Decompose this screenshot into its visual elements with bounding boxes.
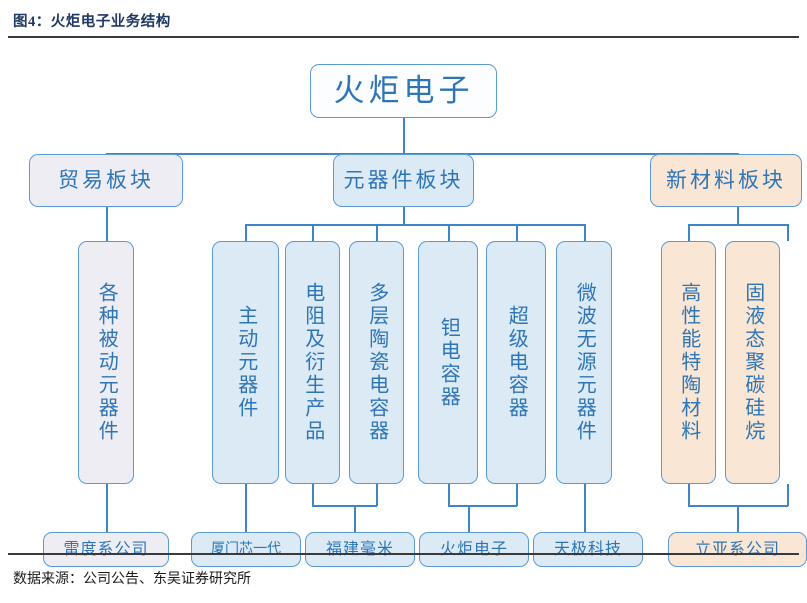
- node-segment-component[interactable]: 元器件板块: [333, 154, 474, 207]
- connector-merge-bus-b: [448, 505, 517, 507]
- connector-newmat-stem: [737, 207, 739, 225]
- page-title: 图4：火炬电子业务结构: [13, 14, 171, 30]
- node-company-xiamen-xinyidai[interactable]: 厦门芯一代: [191, 532, 301, 567]
- node-segment-trade[interactable]: 贸易板块: [29, 154, 183, 207]
- connector-product4-stem: [376, 484, 378, 506]
- connector-product1-to-company1: [106, 484, 108, 532]
- connector-merge-bus-a: [312, 505, 377, 507]
- connector-component-drop-2: [312, 224, 314, 241]
- node-company-leidu[interactable]: 雷度系公司: [43, 532, 169, 567]
- connector-merge-drop-b: [468, 505, 470, 532]
- connector-component-bus: [245, 224, 584, 226]
- connector-component-drop-4: [448, 224, 450, 241]
- source-note: 数据来源：公司公告、东吴证券研究所: [13, 572, 251, 587]
- connector-component-drop-6: [584, 224, 586, 241]
- connector-product7-to-company5: [584, 484, 586, 532]
- connector-product5-stem: [448, 484, 450, 506]
- node-product-supercapacitor[interactable]: 超级电容器: [486, 241, 546, 484]
- node-product-tantalum-capacitor[interactable]: 钽电容器: [418, 241, 478, 484]
- node-company-fujian-haomi[interactable]: 福建毫米: [305, 532, 415, 567]
- node-segment-newmaterial[interactable]: 新材料板块: [650, 154, 802, 207]
- connector-product2-to-company2: [245, 484, 247, 532]
- connector-product3-stem: [312, 484, 314, 506]
- footer-divider: [8, 553, 799, 555]
- node-root[interactable]: 火炬电子: [310, 64, 497, 118]
- connector-trade-to-product: [106, 207, 108, 241]
- connector-newmat-bus: [688, 224, 787, 226]
- node-company-liya[interactable]: 立亚系公司: [668, 532, 807, 567]
- connector-merge-drop-a: [354, 505, 356, 532]
- connector-component-stem: [403, 207, 405, 225]
- node-product-resistor-derivatives[interactable]: 电阻及衍生产品: [285, 241, 340, 484]
- connector-component-drop-1: [245, 224, 247, 241]
- connector-root-stem: [403, 118, 405, 154]
- node-product-active-components[interactable]: 主动元器件: [212, 241, 279, 484]
- node-company-tianji-technology[interactable]: 天极科技: [533, 532, 643, 567]
- connector-merge-drop-c: [737, 505, 739, 532]
- header-divider: [8, 36, 799, 38]
- connector-component-drop-5: [516, 224, 518, 241]
- node-company-torch-electronics[interactable]: 火炬电子: [419, 532, 529, 567]
- connector-newmat-drop-1: [688, 224, 690, 241]
- connector-product6-stem: [516, 484, 518, 506]
- connector-product8-stem: [688, 484, 690, 506]
- node-product-mlcc[interactable]: 多层陶瓷电容器: [349, 241, 404, 484]
- node-product-passive-components[interactable]: 各种被动元器件: [78, 241, 134, 484]
- connector-product9-stem: [787, 484, 789, 506]
- node-product-microwave-passive[interactable]: 微波无源元器件: [556, 241, 612, 484]
- connector-component-drop-3: [376, 224, 378, 241]
- node-product-polycarbosilane[interactable]: 固液态聚碳硅烷: [725, 241, 780, 484]
- node-product-high-performance-ceramic[interactable]: 高性能特陶材料: [661, 241, 716, 484]
- connector-level2-bus: [106, 153, 738, 155]
- org-chart-canvas: 火炬电子 贸易板块 元器件板块 新材料板块 各种被动元器件 主动元器件 电阻及衍…: [0, 40, 807, 567]
- connector-newmat-drop-2: [787, 224, 789, 241]
